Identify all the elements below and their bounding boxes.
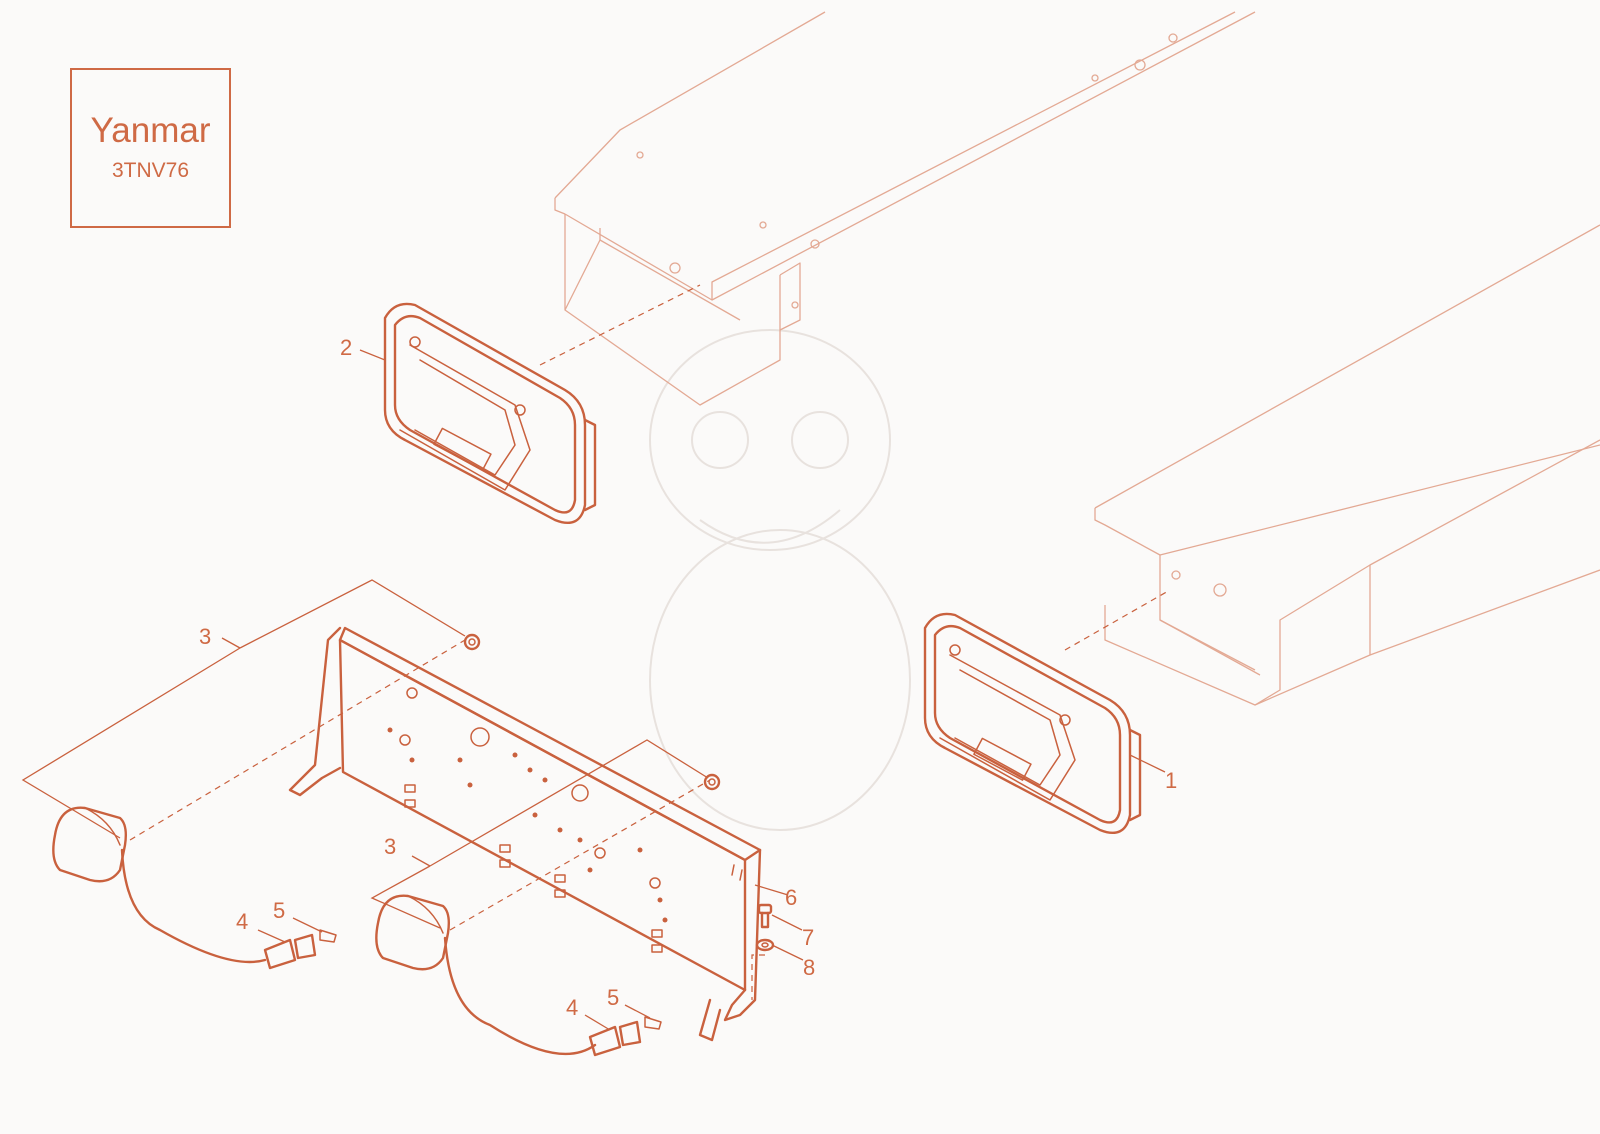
callout-7: 7: [802, 925, 814, 950]
mounting-bracket: [288, 626, 762, 1042]
assembly-lines: [129, 284, 1171, 1000]
callout-labels: 2 1 3 3 4 4 5 5 6 7 8: [199, 335, 1177, 1020]
upper-frame-rail: [554, 11, 1256, 406]
callout-5-right: 5: [607, 985, 619, 1010]
watermark: [649, 329, 911, 831]
work-lamp-lower: [923, 612, 1142, 835]
title-box: Yanmar 3TNV76: [70, 68, 231, 228]
work-lamp-upper: [383, 302, 597, 525]
leader-lines: [21, 349, 1166, 1031]
callout-8: 8: [803, 955, 815, 980]
callout-3-upper: 3: [199, 624, 211, 649]
side-lamp-left: [52, 806, 337, 970]
lower-frame-rail: [1094, 224, 1600, 706]
callout-2: 2: [340, 335, 352, 360]
callout-3-lower: 3: [384, 834, 396, 859]
brand-name: Yanmar: [90, 111, 211, 150]
bolt-and-washer: [755, 903, 775, 952]
callout-4-right: 4: [566, 995, 578, 1020]
callout-4-left: 4: [236, 909, 248, 934]
callout-6: 6: [785, 885, 797, 910]
callout-1: 1: [1165, 768, 1177, 793]
nuts: [463, 633, 721, 791]
side-lamp-right: [375, 894, 662, 1057]
callout-5-left: 5: [273, 898, 285, 923]
model-number: 3TNV76: [111, 159, 190, 182]
